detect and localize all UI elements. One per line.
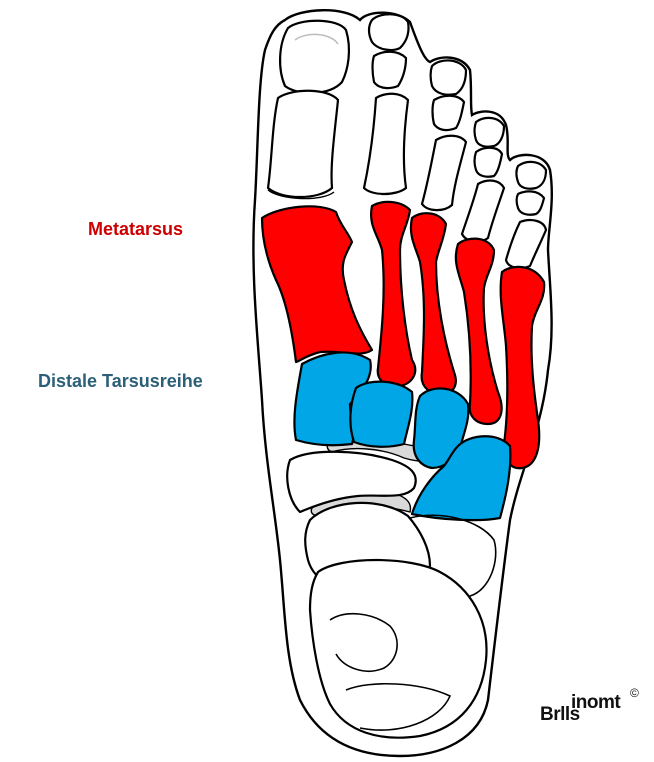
toe2-distal xyxy=(369,14,409,50)
label-distal-tarsal-row: Distale Tarsusreihe xyxy=(38,371,203,392)
toe4-distal xyxy=(475,118,505,147)
cuneiform-intermediate xyxy=(350,382,412,447)
toe5-middle xyxy=(517,191,545,214)
toe2-middle xyxy=(373,52,407,88)
copyright-symbol: © xyxy=(630,686,639,700)
calcaneus xyxy=(310,560,487,738)
big-toe-distal-phalanx xyxy=(280,21,349,93)
brand-logo: inomt Brlls © xyxy=(538,690,638,740)
logo-line-2: Brlls xyxy=(540,704,580,726)
label-metatarsus: Metatarsus xyxy=(88,219,183,240)
big-toe-proximal-phalanx xyxy=(268,91,338,197)
toe3-distal xyxy=(431,60,467,94)
toe5-distal xyxy=(517,162,547,189)
